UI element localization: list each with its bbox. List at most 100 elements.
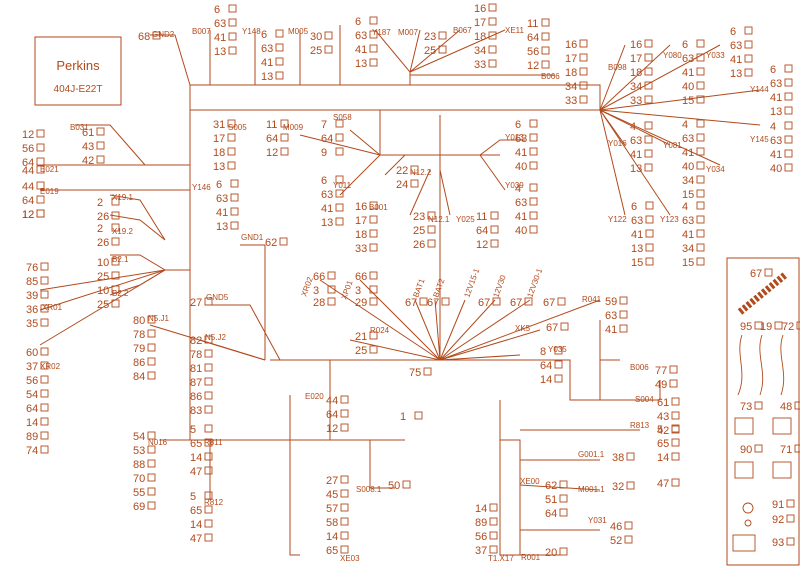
connector-icon — [671, 452, 680, 461]
pin-number: 57 — [326, 503, 338, 515]
connector-icon — [579, 53, 588, 62]
connector-icon — [204, 519, 213, 528]
connector-icon — [644, 149, 653, 158]
connector-icon — [369, 285, 378, 294]
component-label: Y148 — [242, 27, 261, 36]
pin-number: 41 — [515, 147, 527, 159]
component-label: BAT1 — [411, 277, 426, 299]
connector-icon — [619, 324, 628, 333]
connector-icon — [369, 201, 378, 210]
pin-number: 25 — [424, 45, 436, 57]
component-label: Y145 — [750, 135, 769, 144]
connector-icon — [786, 499, 795, 508]
pin-number: 24 — [396, 179, 408, 191]
pin-number: 49 — [655, 379, 667, 391]
connector-icon — [626, 481, 635, 490]
pin-number: 17 — [565, 53, 577, 65]
connector-icon — [554, 360, 563, 369]
pin-number: 93 — [772, 537, 784, 549]
pin-number: 64 — [326, 409, 338, 421]
connector-icon — [147, 487, 156, 496]
connector-icon — [624, 521, 633, 530]
connector-icon — [644, 39, 653, 48]
pin-number: 3 — [313, 285, 319, 297]
connector-icon — [490, 239, 499, 248]
pin-number: 77 — [655, 365, 667, 377]
pin-number: 17 — [630, 53, 642, 65]
connector-icon — [369, 297, 378, 306]
connector-icon — [340, 503, 349, 512]
pin-number: 42 — [82, 155, 94, 167]
connector-icon — [335, 133, 344, 142]
connector-icon — [275, 29, 284, 38]
connector-icon — [204, 363, 213, 372]
pin-number: 35 — [26, 318, 38, 330]
pin-number: 11 — [476, 211, 487, 223]
connector-icon — [579, 39, 588, 48]
pin-number: 32 — [612, 481, 624, 493]
connector-icon — [111, 223, 120, 232]
connector-icon — [644, 67, 653, 76]
connector-icon — [36, 129, 45, 138]
pin-number: 41 — [730, 54, 742, 66]
pin-number: 13 — [261, 71, 273, 83]
connector-icon — [529, 133, 538, 142]
pin-number: 20 — [545, 547, 557, 559]
pin-number: 64 — [266, 133, 278, 145]
pin-number: 10 — [97, 257, 109, 269]
connector-icon — [369, 271, 378, 280]
connector-icon — [529, 161, 538, 170]
connector-icon — [204, 405, 213, 414]
pin-number: 2 — [97, 223, 103, 235]
pin-number: 28 — [313, 297, 325, 309]
pin-number: 85 — [26, 276, 38, 288]
pin-number: 25 — [413, 225, 425, 237]
connector-icon — [490, 211, 499, 220]
connector-icon — [696, 201, 705, 210]
pin-number: 5 — [657, 424, 663, 436]
connector-icon — [410, 165, 419, 174]
pin-number: 2 — [97, 197, 103, 209]
pin-number: 64 — [527, 32, 539, 44]
pin-number: 13 — [631, 243, 643, 255]
connector-icon — [111, 271, 120, 280]
connector-icon — [529, 183, 538, 192]
connector-icon — [36, 209, 45, 218]
connector-icon — [204, 349, 213, 358]
connector-icon — [427, 211, 436, 220]
connector-icon — [441, 297, 450, 306]
component-label: B066 — [541, 72, 560, 81]
pin-number: 40 — [515, 225, 527, 237]
component-label: S005 — [228, 123, 247, 132]
pin-number: 68 — [138, 31, 150, 43]
connector-icon — [40, 417, 49, 426]
connector-icon — [204, 466, 213, 475]
pin-number: 67 — [405, 297, 417, 309]
pin-number: 14 — [657, 452, 669, 464]
connector-icon — [111, 285, 120, 294]
pin-number: 41 — [214, 32, 226, 44]
pin-number: 16 — [355, 201, 367, 213]
connector-icon — [488, 17, 497, 26]
pin-number: 63 — [682, 133, 694, 145]
connector-icon — [541, 32, 550, 41]
connector-icon — [369, 215, 378, 224]
pin-number: 63 — [214, 18, 226, 30]
connector-icon — [541, 18, 550, 27]
connector-icon — [438, 45, 447, 54]
clip-icon-48 — [734, 417, 754, 435]
connector-icon — [340, 531, 349, 540]
connector-icon — [696, 243, 705, 252]
connector-icon — [275, 71, 284, 80]
pin-number: 6 — [214, 4, 220, 16]
pin-number: 19 — [760, 321, 772, 333]
connector-icon — [340, 395, 349, 404]
pin-number: 72 — [782, 321, 794, 333]
pin-number: 58 — [326, 517, 338, 529]
pin-number: 16 — [474, 3, 486, 15]
connector-icon — [626, 452, 635, 461]
connector-icon — [228, 4, 237, 13]
connector-icon — [402, 480, 411, 489]
clip-icon-91 — [772, 461, 792, 479]
